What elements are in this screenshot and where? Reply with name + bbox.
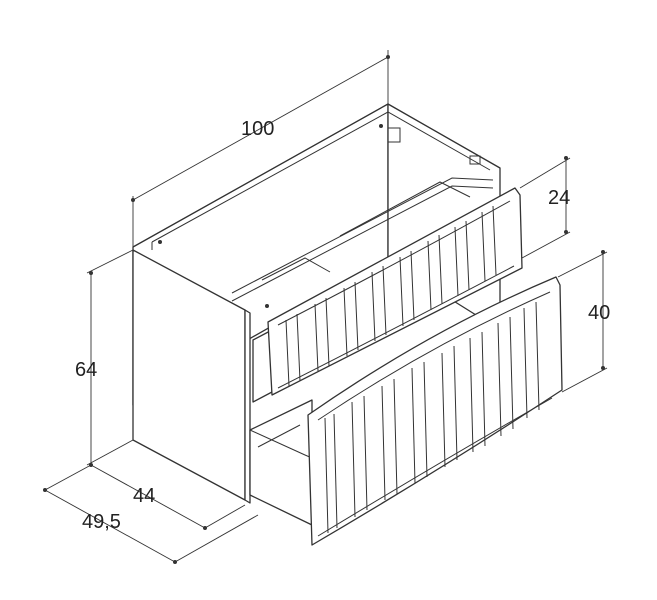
depth-dimension-label: 44 [133,485,155,507]
width-dimension-label: 100 [241,118,274,140]
bracket-fitting [469,155,481,165]
screw-hole [158,240,162,244]
screw-hole [379,124,383,128]
top-drawer-height-label: 24 [548,187,570,209]
dimension-lines [43,50,608,564]
total-depth-dimension-label: 49,5 [82,511,121,533]
top-drawer-grooves [285,205,497,387]
bottom-drawer-grooves [324,301,540,534]
top-drawer [252,187,523,403]
bottom-drawer [249,276,563,546]
height-dimension-label: 64 [75,359,97,381]
hinge-fitting [387,127,401,143]
screw-hole [265,304,269,308]
bottom-drawer-height-label: 40 [588,302,610,324]
